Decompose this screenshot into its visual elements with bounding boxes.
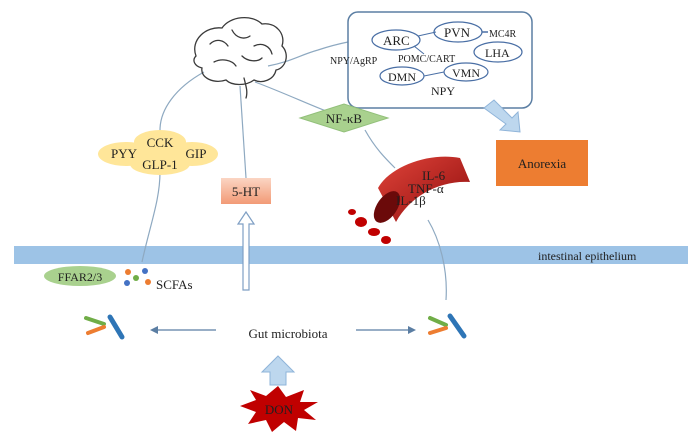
microbiota-right-arrow <box>356 326 416 334</box>
vmn-nucleus <box>443 62 489 82</box>
epithelium-label: intestinal epithelium <box>538 249 637 263</box>
pomc-cart-label: POMC/CART <box>398 54 455 65</box>
arc-nucleus <box>371 29 421 51</box>
bacteria-left-icon <box>84 314 125 340</box>
vmn-label: VMN <box>452 66 480 80</box>
microbiota-left-arrow <box>150 326 216 334</box>
pyy-label: PYY <box>111 146 138 161</box>
pvn-label: PVN <box>444 25 471 40</box>
hypothalamus-to-anorexia-arrow <box>483 99 521 133</box>
scfa-molecules-icon: SCFAs <box>124 268 193 292</box>
cck-label: CCK <box>147 135 174 150</box>
dmn-to-vmn-line <box>423 71 445 77</box>
arc-to-pomc-line <box>413 45 425 55</box>
brain-to-serotonin-line <box>239 85 247 179</box>
hypothalamus-panel: ARC PVN MC4R LHA NPY/AgRP POMC/CART DMN … <box>330 11 533 109</box>
gip-label: GIP <box>186 146 207 161</box>
red-blood-cell <box>355 217 367 227</box>
bacteria-right-icon <box>428 313 467 339</box>
lha-nucleus <box>473 41 523 63</box>
npy-label: NPY <box>431 84 455 98</box>
mc4r-label: MC4R <box>489 29 517 40</box>
il6-label: IL-6 <box>422 168 446 183</box>
brain-to-hormones-line <box>159 71 205 131</box>
hormones-to-ffar-line <box>141 171 161 263</box>
npy-agrp-label: NPY/AgRP <box>330 56 378 67</box>
ffar-label: FFAR2/3 <box>58 270 102 284</box>
gut-microbiota-label: Gut microbiota <box>248 326 327 341</box>
serotonin-label: 5-HT <box>232 184 260 199</box>
lha-label: LHA <box>485 46 510 60</box>
ffar-receptor: FFAR2/3 <box>44 266 116 286</box>
don-to-microbiota-arrow <box>260 355 296 386</box>
red-blood-cell <box>368 228 380 236</box>
nfkb-label: NF-κB <box>326 111 362 126</box>
anorexia-label: Anorexia <box>518 156 567 171</box>
don-burst: DON <box>240 386 318 432</box>
arc-to-pvn-line <box>417 31 437 37</box>
intestinal-epithelium-band: intestinal epithelium <box>14 246 688 264</box>
blood-vessel-icon: IL-6 TNF-α IL-1β <box>348 156 470 244</box>
microbiota-to-serotonin-arrow <box>236 210 256 291</box>
anorexia-box: Anorexia <box>496 140 588 186</box>
il1b-label: IL-1β <box>396 193 426 208</box>
dmn-label: DMN <box>388 70 416 84</box>
glp1-label: GLP-1 <box>142 157 177 172</box>
brain-icon <box>193 17 287 99</box>
red-blood-cell <box>348 209 356 215</box>
gut-hormone-cluster: CCK PYY GIP GLP-1 <box>98 130 218 175</box>
serotonin-box: 5-HT <box>221 178 271 204</box>
nfkb-to-vessel-line <box>364 129 396 169</box>
red-blood-cell <box>381 236 391 244</box>
nfkb-node: NF-κB <box>298 103 390 133</box>
don-label: DON <box>265 402 294 417</box>
scfas-label: SCFAs <box>156 277 193 292</box>
arc-label: ARC <box>383 33 410 48</box>
tnf-label: TNF-α <box>408 181 444 196</box>
vessel-to-epithelium-line <box>427 219 447 301</box>
